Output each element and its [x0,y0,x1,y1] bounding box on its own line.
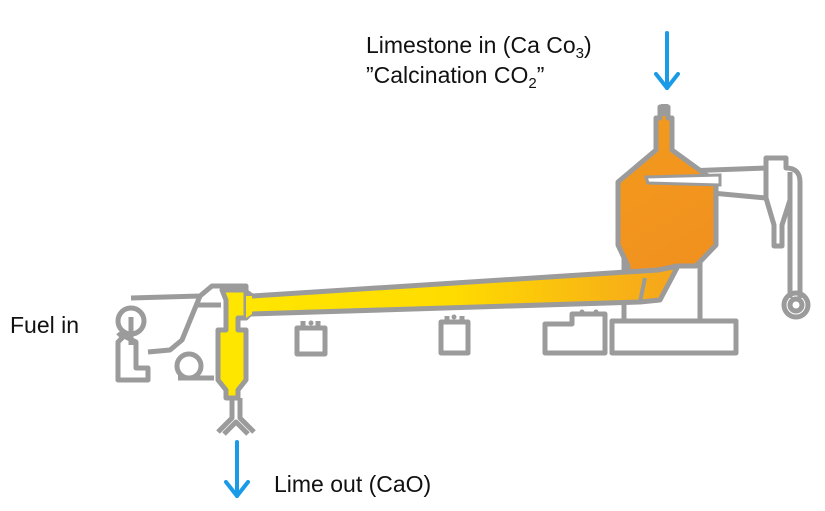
calcination-suffix: ” [536,62,545,88]
lime-out-arrow-icon [224,440,250,498]
exhaust-gas-duct [643,173,722,187]
rotary-kiln [222,263,681,321]
preheater-tower [615,104,719,291]
firing-hood-cooler [215,287,249,401]
preheater-base [609,318,739,356]
limestone-in-arrow-icon [654,31,680,90]
feed-inlet-nozzle [661,104,668,116]
kiln-support-2 [438,314,471,356]
limestone-in-label: Limestone in (Ca Co3) [366,32,592,61]
discharge-chute [216,398,256,436]
calcination-text: ”Calcination CO [366,62,529,88]
limestone-in-suffix: ) [584,32,592,58]
calcination-subscript: 2 [528,75,537,92]
kiln-support-1 [294,320,328,357]
fuel-roller-wheel [174,351,204,381]
calcination-co2-label: ”Calcination CO2” [366,62,545,91]
lime-out-label: Lime out (CaO) [274,471,432,497]
kiln-inlet-joint [638,277,647,303]
limestone-in-text: Limestone in (Ca Co [366,32,576,58]
fuel-in-label: Fuel in [10,312,80,338]
kiln-support-3 [542,309,608,356]
limestone-in-subscript: 3 [575,45,584,62]
